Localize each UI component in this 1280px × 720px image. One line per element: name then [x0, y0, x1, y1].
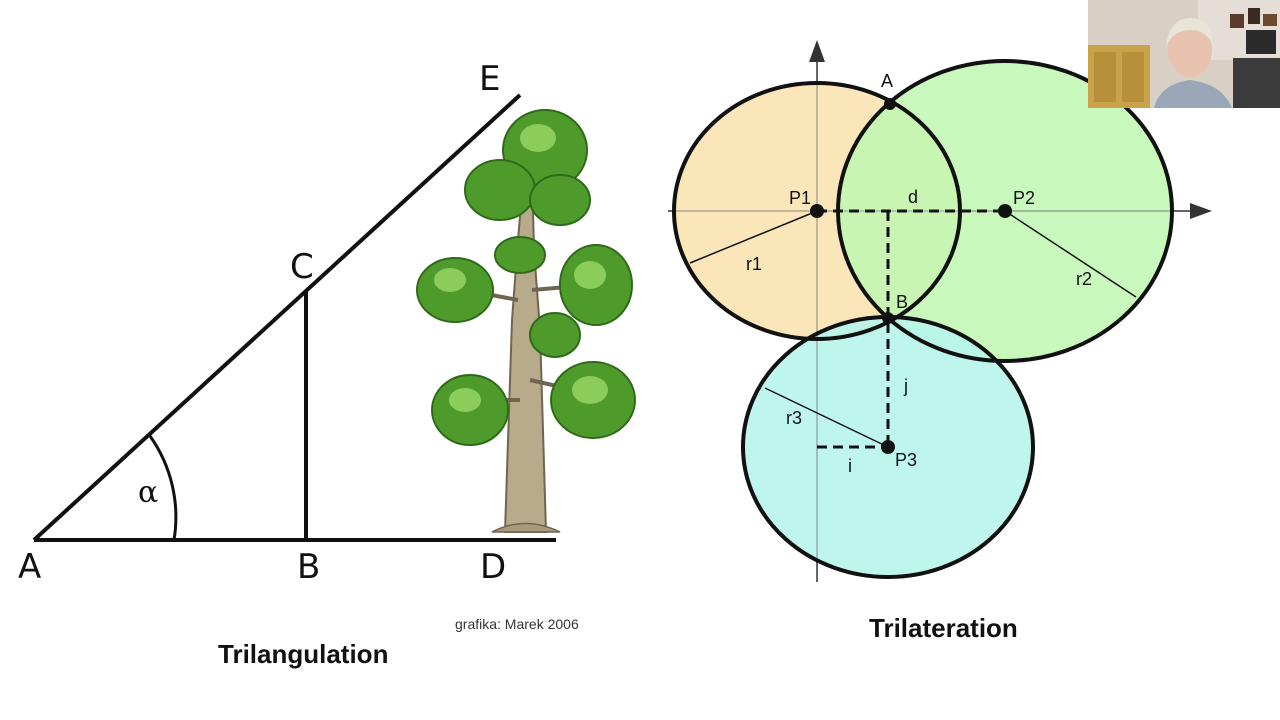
radius-r2 [1004, 210, 1137, 298]
label-e: E [479, 59, 500, 99]
tree-highlights [434, 124, 608, 412]
label-i: i [848, 456, 852, 476]
label-r3: r3 [786, 408, 802, 428]
caption-trilateration: Trilateration [869, 613, 1018, 643]
x-axis-arrow [1190, 203, 1212, 219]
label-b: B [297, 547, 320, 587]
presenter-webcam[interactable] [1088, 0, 1280, 108]
point-p2 [998, 204, 1012, 218]
webcam-scene [1088, 0, 1280, 108]
y-axis-arrow [809, 40, 825, 62]
label-p3: P3 [895, 450, 917, 470]
label-d: d [908, 187, 918, 207]
image-credit: grafika: Marek 2006 [455, 616, 579, 632]
radius-r1 [689, 210, 818, 264]
caption-trilangulation: Trilangulation [218, 639, 388, 669]
triangulation-diagram: A B C D E α [18, 59, 636, 669]
hypotenuse-ae [32, 93, 522, 542]
trilateration-diagram: P1 P2 P3 A B d j i r1 r2 r3 Trilateratio… [668, 40, 1212, 643]
label-c: C [290, 247, 314, 287]
point-p1 [810, 204, 824, 218]
label-d: D [480, 547, 506, 587]
radius-r3 [764, 387, 889, 448]
label-j: j [903, 376, 908, 396]
label-r2: r2 [1076, 269, 1092, 289]
label-r1: r1 [746, 254, 762, 274]
tree-roots [491, 522, 561, 533]
label-point-a: A [881, 71, 893, 91]
point-a [884, 98, 896, 110]
label-alpha: α [138, 475, 158, 510]
label-a: A [18, 547, 41, 587]
webcam-face [1168, 23, 1212, 77]
webcam-shirt [1154, 80, 1232, 108]
angle-arc [148, 435, 178, 541]
tree-illustration [416, 109, 636, 533]
label-point-b: B [896, 292, 908, 312]
label-p2: P2 [1013, 188, 1035, 208]
label-p1: P1 [789, 188, 811, 208]
point-b [882, 312, 894, 324]
circle-p1 [672, 81, 962, 341]
point-p3 [881, 440, 895, 454]
